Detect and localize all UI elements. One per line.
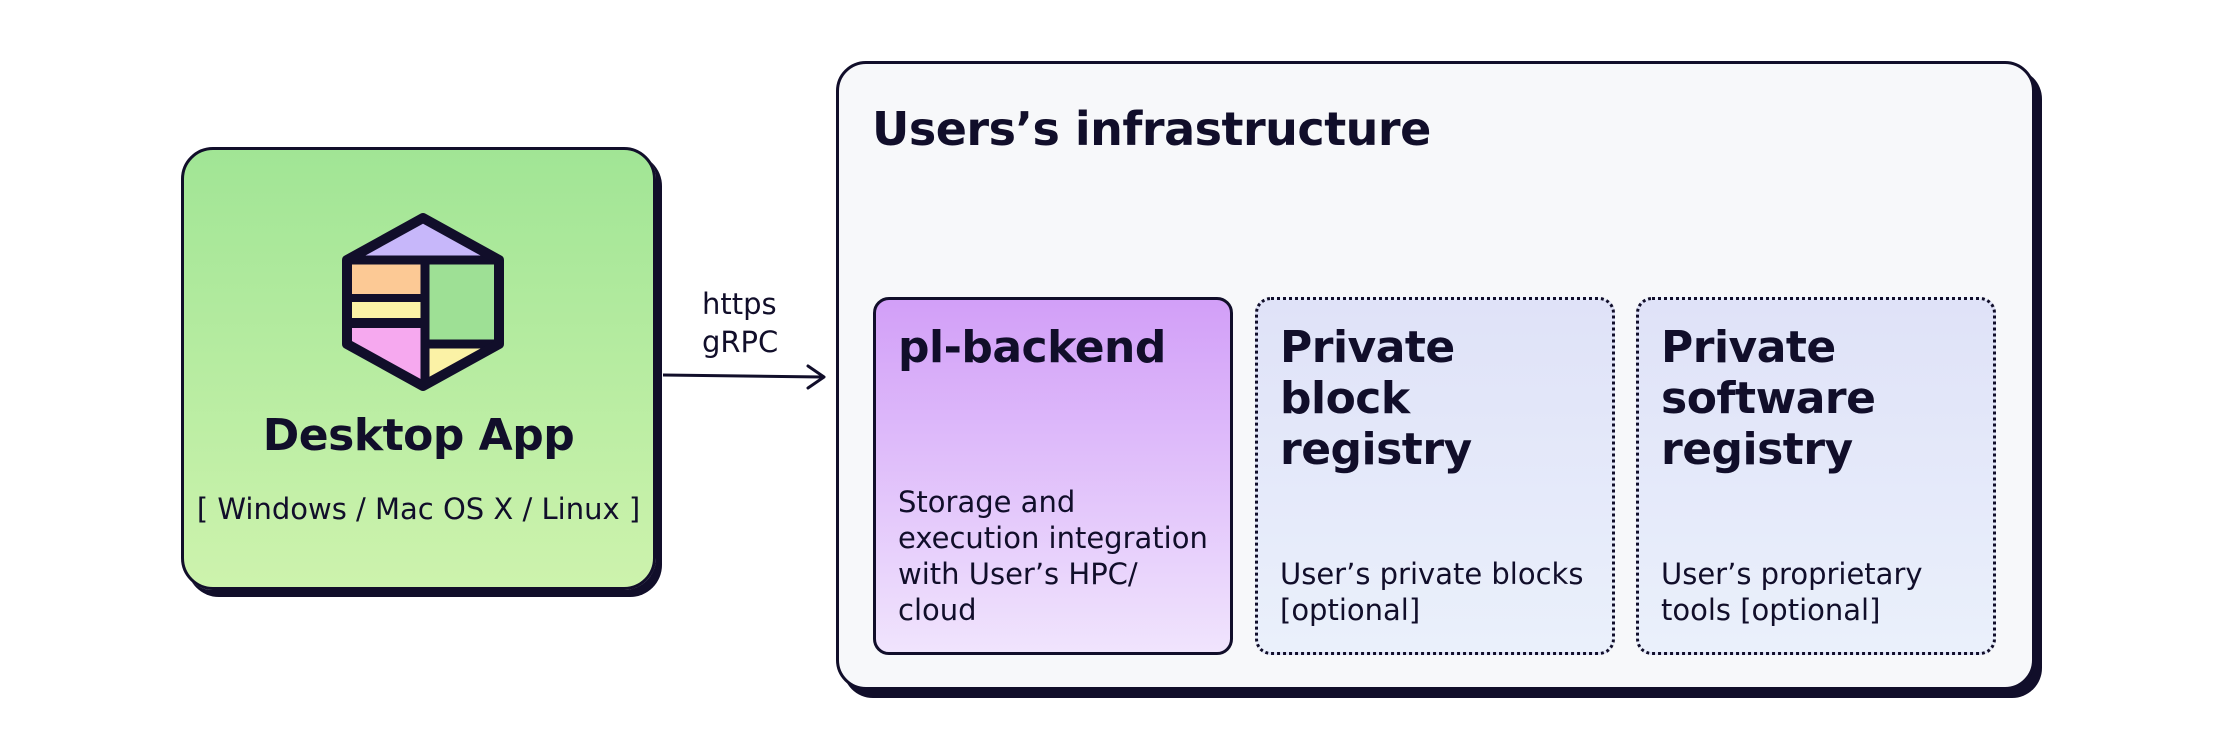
desktop-app-platforms: [ Windows / Mac OS X / Linux ] — [196, 492, 641, 526]
node-title: pl-backend — [898, 322, 1166, 373]
desktop-app-title: Desktop App — [262, 410, 575, 461]
private-block-registry-node: Private block registry User’s private bl… — [1255, 297, 1615, 655]
hexagon-block-logo-icon — [342, 213, 504, 391]
node-description: Storage and execution integration with U… — [898, 485, 1208, 627]
private-software-registry-node: Private software registry User’s proprie… — [1636, 297, 1996, 655]
node-title: Private software registry — [1661, 322, 1876, 475]
protocol-https-label: https — [702, 287, 777, 321]
infrastructure-title: Users’s infrastructure — [872, 102, 1431, 156]
desktop-app-node: Desktop App [ Windows / Mac OS X / Linux… — [181, 147, 656, 590]
pl-backend-node: pl-backend Storage and execution integra… — [873, 297, 1233, 655]
infrastructure-container: Users’s infrastructure pl-backend Storag… — [836, 61, 2035, 690]
protocol-grpc-label: gRPC — [702, 325, 779, 359]
node-title: Private block registry — [1280, 322, 1472, 475]
node-description: User’s proprietary tools [optional] — [1661, 557, 1923, 627]
node-description: User’s private blocks [optional] — [1280, 557, 1584, 627]
